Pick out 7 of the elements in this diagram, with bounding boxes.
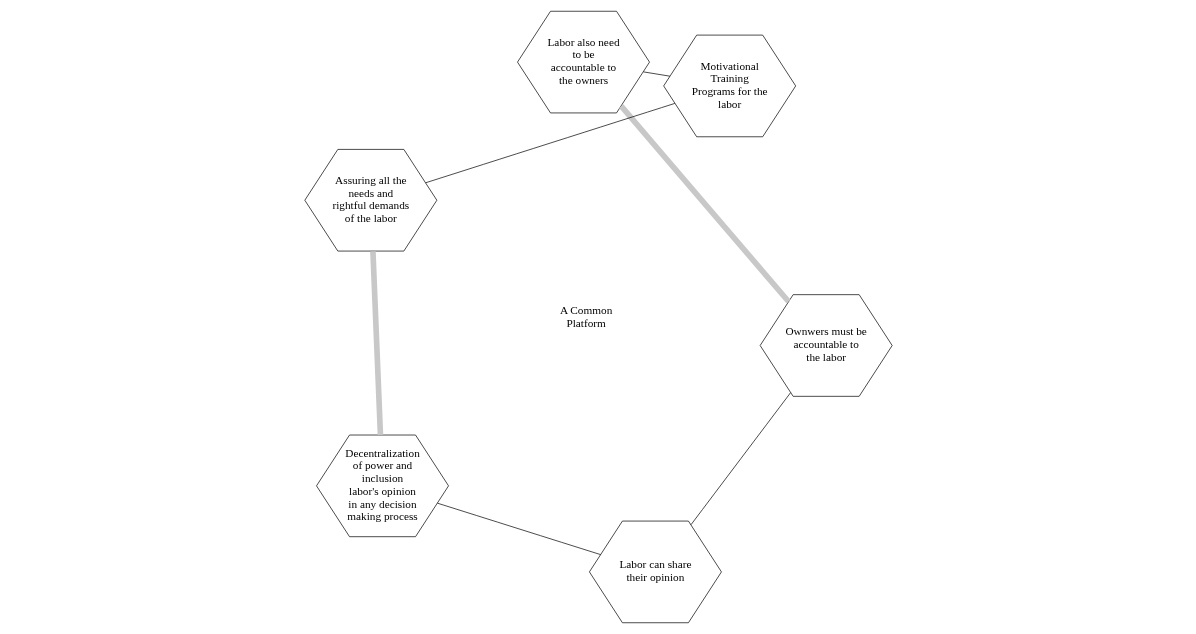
connector (436, 502, 601, 555)
connector (642, 71, 670, 77)
node-text: A Common Platform (559, 304, 612, 329)
connector (369, 251, 383, 436)
connector (424, 103, 675, 184)
connector (618, 104, 791, 304)
connector (690, 392, 791, 526)
